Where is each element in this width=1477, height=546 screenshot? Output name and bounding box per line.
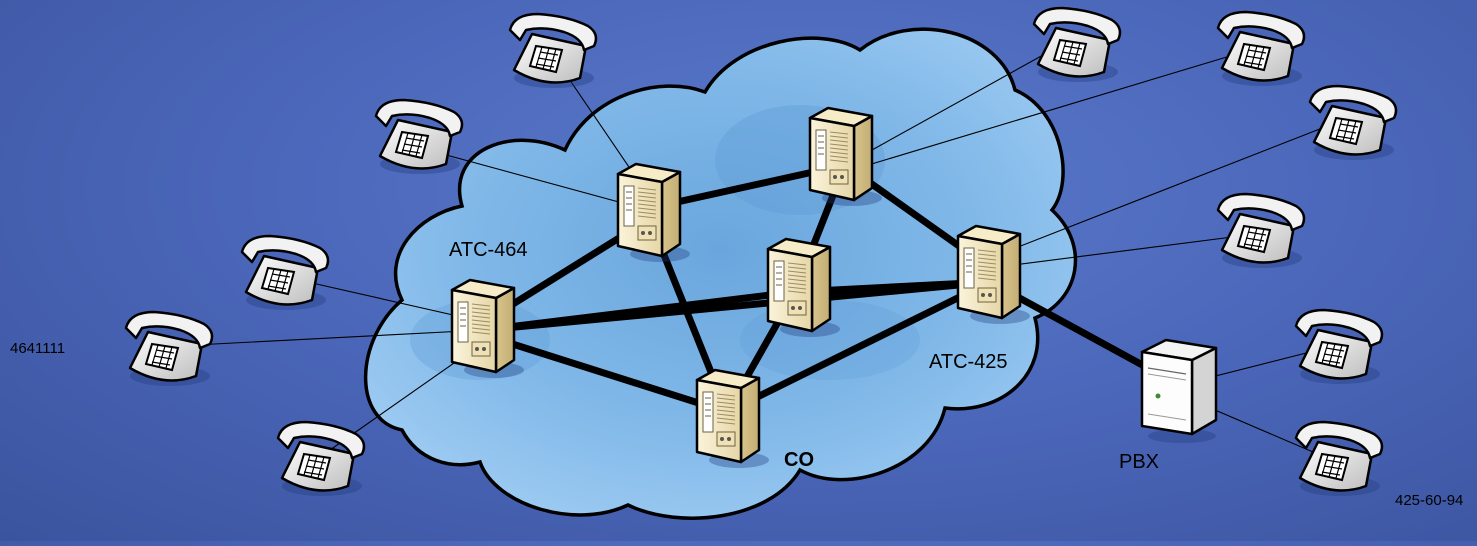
label-atc425: ATC-425: [929, 351, 1008, 373]
phone-upper-left-icon: [374, 98, 464, 176]
line-phone-right-4: [989, 234, 1249, 269]
label-number-4641111: 4641111: [10, 340, 66, 357]
switch-top-right-icon: [808, 106, 884, 208]
phone-right-1-icon: [1032, 6, 1122, 84]
phone-right-5-icon: [1294, 308, 1384, 386]
label-co: CO: [784, 449, 814, 471]
phone-left-3-icon: [276, 420, 366, 498]
line-phone-upper-left: [427, 149, 649, 211]
trunk-atc464-atc425: [480, 278, 994, 334]
label-pbx: PBX: [1119, 451, 1160, 473]
label-atc464: ATC-464: [449, 239, 528, 261]
pbx-server-icon: [1140, 338, 1218, 445]
phone-right-3-icon: [1308, 84, 1398, 162]
switch-top-left-icon: [616, 162, 692, 264]
switch-co-icon: [695, 368, 771, 470]
phone-left-2-icon: [124, 310, 214, 388]
phone-top-icon: [508, 12, 598, 90]
trunk-co-atc425: [723, 278, 994, 416]
switch-center-icon: [766, 237, 842, 339]
line-phone-right-3: [989, 124, 1331, 259]
label-number-425-60-94: 425-60-94: [1395, 492, 1464, 509]
phone-right-6-icon: [1294, 420, 1384, 498]
phone-right-2-icon: [1216, 10, 1306, 88]
network-cloud: [363, 27, 1078, 520]
line-phone-left-2: [194, 329, 485, 346]
switch-atc425-icon: [956, 224, 1032, 326]
line-phone-right-1: [844, 39, 1071, 166]
trunk-atc464-co: [480, 331, 731, 416]
phone-right-4-icon: [1216, 192, 1306, 270]
phone-left-1-icon: [240, 234, 330, 312]
line-phone-right-2: [844, 49, 1251, 173]
switch-atc464-icon: [450, 278, 526, 380]
